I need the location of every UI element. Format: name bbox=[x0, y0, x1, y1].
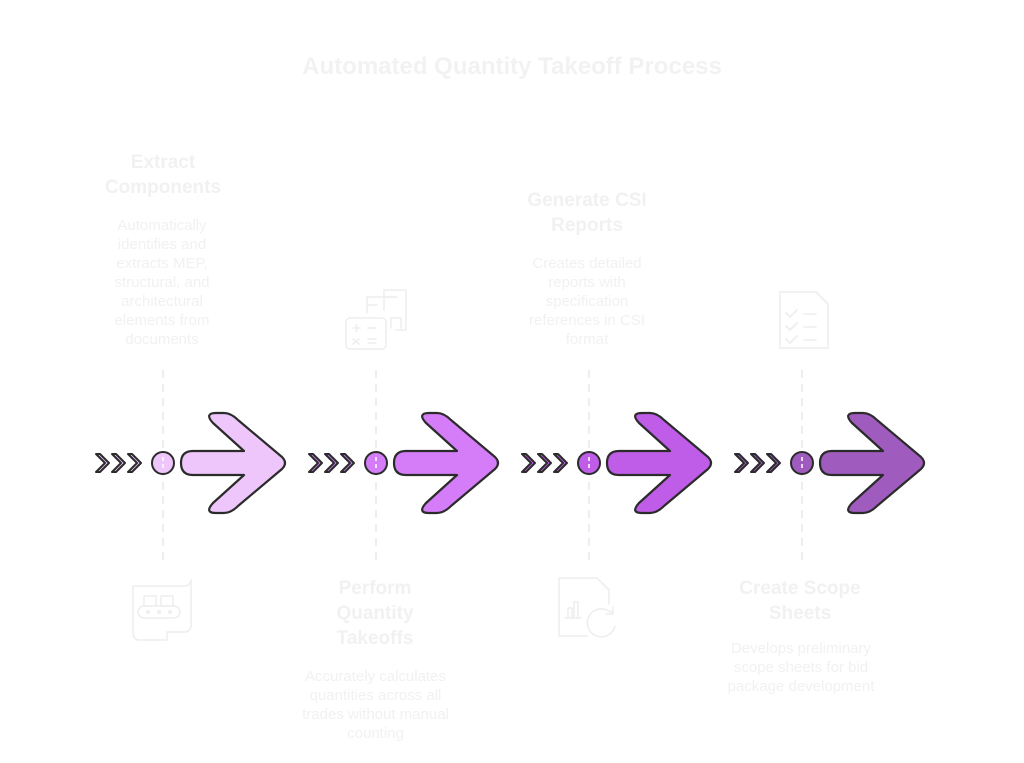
step-3-arrow-icon bbox=[605, 411, 713, 515]
step-3-title: Generate CSI Reports bbox=[527, 190, 647, 236]
step-3-description: Creates detailed reports with specificat… bbox=[529, 255, 645, 348]
step-2-title: Perform Quantity Takeoffs bbox=[336, 578, 414, 649]
diagram-title: Automated Quantity Takeoff Process bbox=[302, 53, 722, 80]
step-2-chevron-icon bbox=[340, 453, 355, 473]
step-3-node bbox=[577, 451, 601, 475]
step-4-chevron-icon bbox=[750, 453, 765, 473]
step-4-description: Develops preliminary scope sheets for bi… bbox=[727, 640, 875, 695]
conveyor-document-icon bbox=[132, 579, 192, 641]
step-2-chevron-icon bbox=[324, 453, 339, 473]
step-1-chevron-icon bbox=[95, 453, 110, 473]
step-2-arrow-icon bbox=[392, 411, 500, 515]
step-3-chevron-icon bbox=[553, 453, 568, 473]
report-refresh-icon bbox=[558, 577, 616, 638]
step-4-chevron-icon bbox=[734, 453, 749, 473]
step-2-chevron-icon bbox=[308, 453, 323, 473]
calculator-document-icon bbox=[345, 289, 407, 350]
step-1-node bbox=[151, 451, 175, 475]
step-2-description: Accurately calculates quantities across … bbox=[302, 668, 449, 742]
step-1-chevron-icon bbox=[111, 453, 126, 473]
step-4-arrow-icon bbox=[818, 411, 926, 515]
step-3-chevron-icon bbox=[537, 453, 552, 473]
step-3-chevron-icon bbox=[521, 453, 536, 473]
step-4-node bbox=[790, 451, 814, 475]
checklist-document-icon bbox=[779, 291, 829, 349]
step-2-node bbox=[364, 451, 388, 475]
step-1-title: Extract Components bbox=[104, 152, 222, 198]
step-1-description: Automatically identifies and extracts ME… bbox=[114, 217, 210, 348]
step-4-title: Create Scope Sheets bbox=[739, 578, 861, 624]
step-1-chevron-icon bbox=[127, 453, 142, 473]
step-1-arrow-icon bbox=[179, 411, 287, 515]
step-4-chevron-icon bbox=[766, 453, 781, 473]
